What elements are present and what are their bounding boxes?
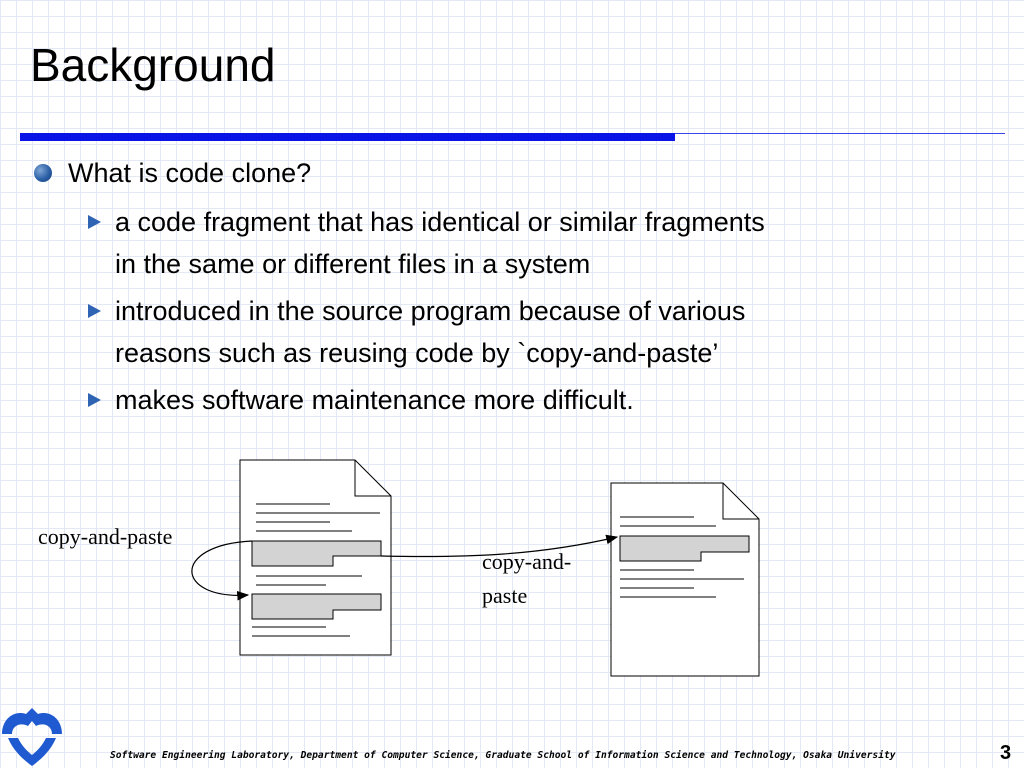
clone-fragment-original (251, 540, 382, 567)
sub-bullet-1-line-2: in the same or different files in a syst… (115, 249, 591, 279)
source-file-document-left (239, 459, 392, 656)
sub-bullet-3: makes software maintenance more difficul… (88, 379, 958, 421)
footer-affiliation: Software Engineering Laboratory, Departm… (110, 750, 896, 761)
copy-and-paste-label-right-line-2: paste (482, 583, 528, 608)
copy-and-paste-label-right-line-1: copy-and- (482, 549, 572, 574)
sub-bullet-2-line-2: reasons such as reusing code by `copy-an… (115, 338, 719, 368)
page-number: 3 (1000, 742, 1012, 764)
title-underline-thin (675, 133, 1005, 134)
triangle-bullet-icon (88, 304, 101, 318)
clone-fragment-remote (619, 535, 750, 562)
clone-fragment-copy (251, 593, 382, 620)
slide-title: Background (30, 39, 276, 91)
sub-bullet-1-line-1: a code fragment that has identical or si… (115, 207, 765, 237)
sub-bullet-2: introduced in the source program because… (88, 290, 958, 374)
osaka-university-logo-icon (2, 708, 62, 766)
sub-bullet-3-line-1: makes software maintenance more difficul… (115, 385, 634, 415)
source-file-document-right (610, 482, 760, 677)
copy-arrow-remote (380, 534, 619, 558)
main-bullet-text: What is code clone? (68, 158, 312, 188)
sub-bullet-list: a code fragment that has identical or si… (88, 201, 958, 426)
title-underline (20, 133, 675, 141)
triangle-bullet-icon (88, 393, 101, 407)
sub-bullet-1: a code fragment that has identical or si… (88, 201, 958, 285)
round-bullet-icon (34, 164, 52, 182)
triangle-bullet-icon (88, 215, 101, 229)
copy-arrow-local (191, 540, 253, 601)
sub-bullet-2-line-1: introduced in the source program because… (115, 296, 746, 326)
copy-and-paste-label-left: copy-and-paste (38, 524, 173, 549)
